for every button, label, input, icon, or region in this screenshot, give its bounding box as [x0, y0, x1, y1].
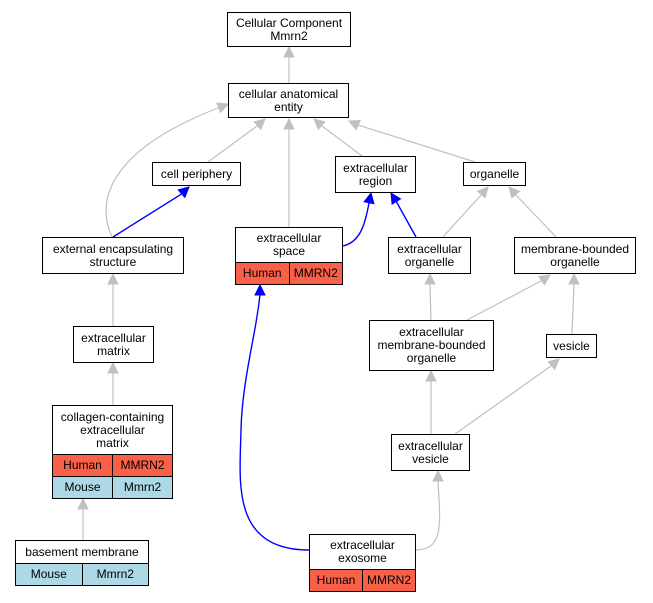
node-label: organelle [469, 166, 520, 181]
arrowhead [216, 102, 230, 114]
edge-ees-cp [112, 186, 190, 238]
node-extracellular-membrane-bounded-organelle[interactable]: extracellular membrane-bounded organelle [369, 320, 494, 371]
arrowhead [313, 118, 326, 131]
node-extracellular-region[interactable]: extracellular region [335, 156, 416, 193]
edge-exo-es [239, 283, 310, 551]
node-basement-membrane[interactable]: basement membrane Mouse Mmrn2 [15, 540, 149, 586]
edge-ev-embo [425, 369, 437, 434]
node-extracellular-space[interactable]: extracellular space Human MMRN2 [235, 227, 343, 285]
node-label: Cellular Component Mmrn2 [235, 15, 343, 43]
node-label: external encapsulating structure [52, 241, 174, 269]
arrowhead [538, 274, 551, 286]
edge-eo-org [442, 186, 489, 238]
edge-bm-ccem [77, 497, 89, 540]
node-external-encapsulating-structure[interactable]: external encapsulating structure [42, 237, 184, 274]
edge-eo-er [390, 192, 417, 238]
gene-label: Mmrn2 [112, 477, 172, 498]
arrowhead [253, 118, 266, 131]
arrowhead [254, 283, 266, 296]
node-label: extracellular organelle [397, 241, 462, 269]
gene-label: MMRN2 [362, 570, 415, 591]
node-label: extracellular membrane-bounded organelle [377, 325, 486, 365]
arrowhead [363, 191, 375, 205]
node-organelle[interactable]: organelle [463, 162, 526, 186]
arrowhead [107, 361, 119, 374]
node-membrane-bounded-organelle[interactable]: membrane-bounded organelle [514, 237, 636, 274]
edge-exo-ev [415, 469, 444, 551]
species-label: Human [242, 266, 282, 280]
node-label: extracellular exosome [330, 538, 395, 565]
arrowhead [107, 272, 119, 285]
edge-es-er [342, 191, 375, 247]
human-gene-row: Human MMRN2 [310, 569, 415, 591]
gene-label: MMRN2 [112, 455, 172, 476]
node-cellular-component[interactable]: Cellular Component Mmrn2 [227, 12, 351, 47]
node-label: cell periphery [160, 166, 233, 181]
edge-ees-cae [105, 102, 230, 238]
gene-label: MMRN2 [288, 263, 343, 284]
arrowhead [77, 497, 89, 510]
edge-mbo-org [508, 186, 557, 238]
arrowhead [424, 272, 436, 285]
node-label: basement membrane [25, 544, 139, 559]
human-gene-row: Human MMRN2 [236, 262, 342, 284]
node-collagen-containing-extracellular-matrix[interactable]: collagen-containing extracellular matrix… [52, 405, 173, 499]
node-label: extracellular space [256, 231, 322, 258]
arrowhead [508, 186, 521, 199]
human-gene-row: Human MMRN2 [53, 454, 172, 476]
node-cellular-anatomical-entity[interactable]: cellular anatomical entity [228, 83, 349, 118]
edge-es-cae [283, 117, 295, 227]
node-label: extracellular matrix [81, 330, 146, 358]
node-label: collagen-containing extracellular matrix [60, 409, 165, 450]
arrowhead [283, 117, 295, 130]
arrowhead [425, 369, 437, 382]
node-label: membrane-bounded organelle [520, 241, 630, 269]
node-extracellular-vesicle[interactable]: extracellular vesicle [391, 434, 470, 471]
mouse-gene-row: Mouse Mmrn2 [16, 563, 148, 585]
edge-cp-cae [207, 118, 266, 163]
arrowhead [476, 186, 489, 199]
node-label: cellular anatomical entity [238, 86, 339, 114]
node-extracellular-organelle[interactable]: extracellular organelle [388, 237, 471, 274]
node-vesicle[interactable]: vesicle [546, 334, 597, 358]
gene-label: Mmrn2 [81, 564, 149, 585]
arrowhead [283, 45, 295, 58]
node-label: extracellular vesicle [398, 438, 463, 466]
arrowhead [432, 469, 444, 482]
node-label: vesicle [553, 338, 590, 353]
species-label: Mouse [30, 567, 67, 581]
arrowhead [547, 358, 560, 371]
edge-ves-mbo [568, 272, 580, 335]
arrowhead [568, 272, 580, 285]
edge-embo-mbo [466, 274, 551, 321]
edge-em-ees [107, 272, 119, 326]
mouse-gene-row: Mouse Mmrn2 [53, 476, 172, 498]
arrowhead [177, 186, 190, 199]
species-label: Human [63, 458, 102, 472]
node-extracellular-matrix[interactable]: extracellular matrix [73, 326, 154, 363]
edge-org-cae [347, 119, 476, 163]
node-cell-periphery[interactable]: cell periphery [152, 162, 241, 186]
arrowhead [390, 192, 402, 205]
species-label: Mouse [64, 480, 101, 494]
edge-embo-eo [424, 272, 436, 321]
edge-cae-root [283, 45, 295, 83]
edge-ev-ves [454, 358, 560, 435]
arrowhead [347, 119, 361, 131]
node-extracellular-exosome[interactable]: extracellular exosome Human MMRN2 [309, 534, 416, 592]
edge-ccem-em [107, 361, 119, 405]
edge-er-cae [313, 118, 363, 157]
species-label: Human [316, 573, 356, 587]
node-label: extracellular region [343, 160, 408, 188]
